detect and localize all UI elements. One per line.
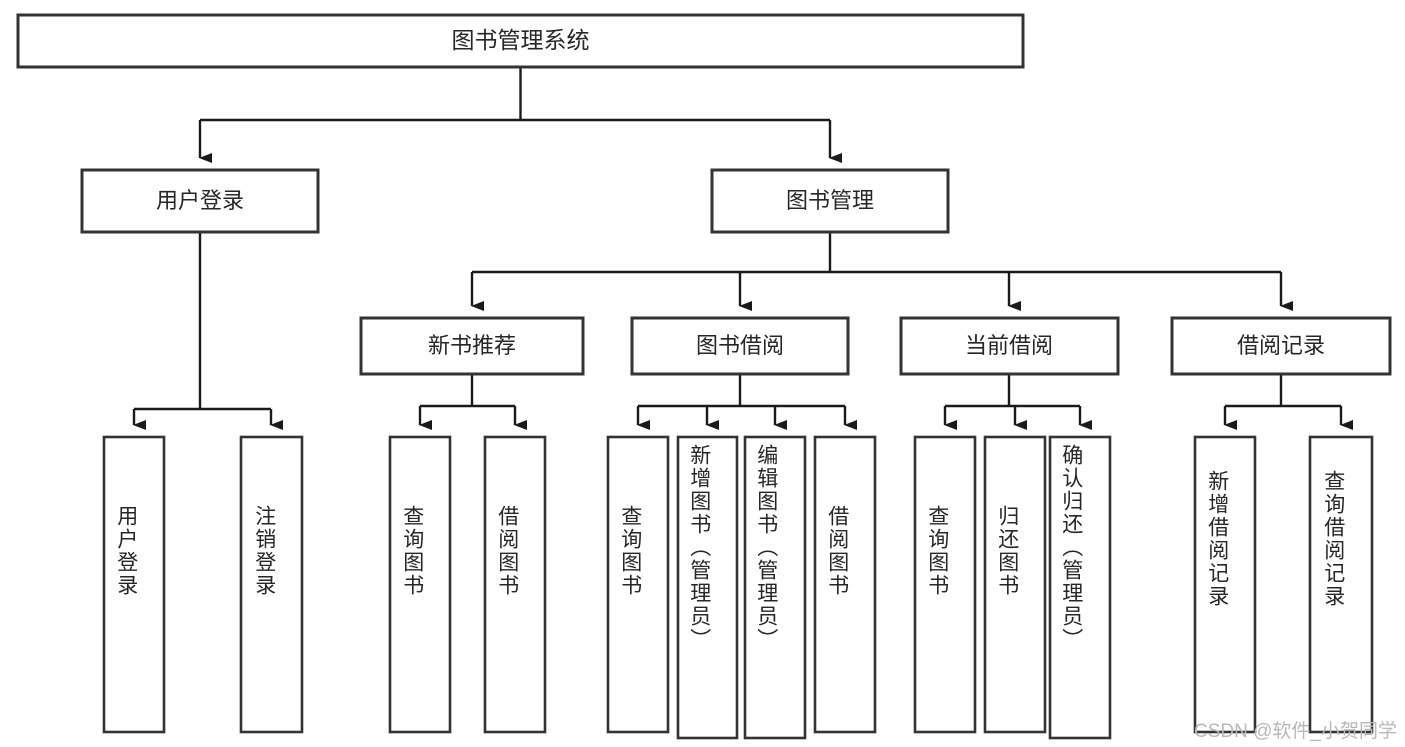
node-new-book-rec-label: 新书推荐 bbox=[428, 333, 516, 358]
node-borrow-record-box[interactable] bbox=[1170, 316, 1392, 376]
node-root-label: 图书管理系统 bbox=[452, 27, 590, 53]
node-root[interactable]: 图书管理系统 bbox=[16, 13, 1025, 69]
node-book-borrow-box[interactable] bbox=[630, 316, 850, 376]
node-book-borrow[interactable]: 图书借阅 bbox=[630, 316, 850, 376]
node-root-box[interactable] bbox=[16, 13, 1025, 69]
leaf-box-query-book-2[interactable] bbox=[606, 435, 670, 734]
node-book-manage-box[interactable] bbox=[710, 168, 950, 234]
watermark-text: CSDN @软件_小贺同学 bbox=[1194, 721, 1397, 742]
node-current-borrow[interactable]: 当前借阅 bbox=[899, 316, 1120, 376]
node-user-login-label: 用户登录 bbox=[156, 188, 244, 213]
leaf-box-query-book-3[interactable] bbox=[913, 435, 977, 734]
leaf-box-query-book-1[interactable] bbox=[388, 435, 452, 734]
node-current-borrow-label: 当前借阅 bbox=[965, 333, 1053, 358]
node-book-borrow-label: 图书借阅 bbox=[696, 333, 784, 358]
leaf-box-borrow-book-2[interactable] bbox=[813, 435, 877, 734]
node-borrow-record[interactable]: 借阅记录 bbox=[1170, 316, 1392, 376]
node-current-borrow-box[interactable] bbox=[899, 316, 1120, 376]
node-user-login[interactable]: 用户登录 bbox=[80, 168, 320, 234]
leaf-box-user-login[interactable] bbox=[102, 435, 166, 734]
connector-layer bbox=[132, 67, 1353, 430]
node-new-book-rec[interactable]: 新书推荐 bbox=[359, 316, 585, 376]
leaf-box-return-book[interactable] bbox=[983, 435, 1047, 734]
node-borrow-record-label: 借阅记录 bbox=[1237, 333, 1325, 358]
leaf-box-add-book[interactable] bbox=[676, 435, 739, 740]
leaf-box-add-record[interactable] bbox=[1193, 435, 1257, 734]
node-new-book-rec-box[interactable] bbox=[359, 316, 585, 376]
leaf-box-query-record[interactable] bbox=[1308, 435, 1374, 734]
leaf-box-borrow-book-1[interactable] bbox=[483, 435, 547, 734]
node-book-manage[interactable]: 图书管理 bbox=[710, 168, 950, 234]
leaf-box-confirm-return[interactable] bbox=[1048, 435, 1112, 740]
leaf-box-layer bbox=[102, 435, 1374, 740]
node-book-manage-label: 图书管理 bbox=[786, 188, 874, 213]
leaf-box-logout[interactable] bbox=[239, 435, 304, 734]
node-user-login-box[interactable] bbox=[80, 168, 320, 234]
leaf-box-edit-book[interactable] bbox=[743, 435, 807, 740]
